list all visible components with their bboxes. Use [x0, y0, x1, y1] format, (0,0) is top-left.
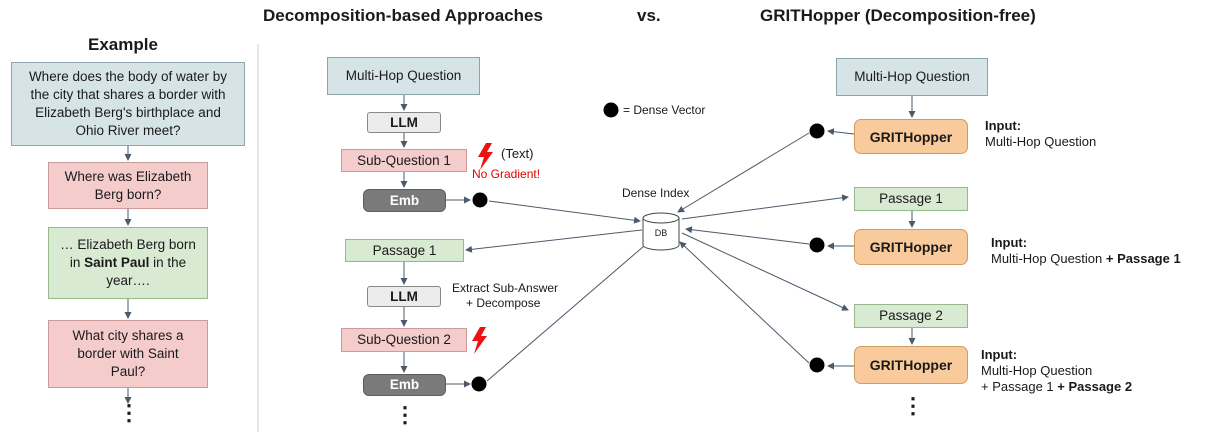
dense-vector-dot: [809, 123, 825, 139]
input-3-label: Input:: [981, 347, 1018, 362]
extract-note-line-1: Extract Sub-Answer: [452, 281, 559, 295]
grit-question-box: Multi-Hop Question: [836, 58, 988, 96]
dense-vector-dot: [472, 192, 488, 208]
decomp-emb-1: Emb: [363, 189, 446, 212]
example-passage-text: … Elizabeth Berg born in Saint Paul in t…: [60, 237, 196, 288]
grithopper-model-2: GRITHopper: [854, 229, 968, 265]
example-subquestion-2-box: What city shares a border with Saint Pau…: [48, 320, 208, 388]
example-passage-box: … Elizabeth Berg born in Saint Paul in t…: [48, 227, 208, 299]
example-question-box: Where does the body of water by the city…: [11, 62, 245, 146]
decomp-llm-1: LLM: [367, 112, 441, 133]
decomp-subquestion-1-box: Sub-Question 1: [341, 149, 467, 172]
example-continuation-dots: ⋮: [118, 400, 140, 425]
extract-note-line-2: + Decompose: [466, 296, 541, 310]
example-subquestion-1-box: Where was Elizabeth Berg born?: [48, 162, 208, 209]
grithopper-model-3: GRITHopper: [854, 346, 968, 384]
decomp-passage-1-box: Passage 1: [345, 239, 464, 262]
heading-vs: vs.: [637, 6, 661, 25]
example-subquestion-1-text: Where was Elizabeth Berg born?: [64, 168, 192, 202]
decomp-subquestion-2-box: Sub-Question 2: [341, 328, 467, 352]
lightning-icon: [472, 327, 487, 354]
no-gradient-note: No Gradient!: [472, 167, 541, 181]
input-3-line-2: + Passage 1 + Passage 2: [981, 379, 1133, 394]
input-1-text: Multi-Hop Question: [985, 134, 1097, 149]
decomp-llm-2: LLM: [367, 286, 441, 307]
example-passage-entity: Saint Paul: [84, 255, 150, 270]
input-3-line-1: Multi-Hop Question: [981, 363, 1093, 378]
database-icon: [642, 212, 680, 251]
decomp-emb-2: Emb: [363, 374, 446, 396]
decomp-continuation-dots: ⋮: [394, 402, 416, 427]
input-1-label: Input:: [985, 118, 1022, 133]
grit-continuation-dots: ⋮: [902, 393, 924, 418]
legend-dense-vector: = Dense Vector: [623, 103, 706, 117]
dense-vector-dot: [471, 376, 487, 392]
example-title: Example: [88, 35, 158, 54]
input-2-label: Input:: [991, 235, 1028, 250]
example-subquestion-2-text: What city shares a border with Saint Pau…: [72, 328, 184, 379]
dense-index-label: Dense Index: [622, 186, 690, 200]
legend-dense-vector-dot: [603, 102, 619, 118]
decomp-question-box: Multi-Hop Question: [327, 57, 480, 95]
grit-passage-2-box: Passage 2: [854, 304, 968, 328]
text-note: (Text): [501, 146, 534, 161]
input-2-text: Multi-Hop Question + Passage 1: [991, 251, 1181, 266]
example-question-text: Where does the body of water by the city…: [28, 69, 228, 138]
lightning-icon: [478, 143, 493, 170]
heading-decomposition: Decomposition-based Approaches: [263, 6, 543, 25]
db-label: DB: [654, 228, 668, 238]
heading-grithopper: GRITHopper (Decomposition-free): [760, 6, 1036, 25]
dense-vector-dot: [809, 357, 825, 373]
grithopper-model-1: GRITHopper: [854, 119, 968, 154]
dense-vector-dot: [809, 237, 825, 253]
grit-passage-1-box: Passage 1: [854, 187, 968, 211]
